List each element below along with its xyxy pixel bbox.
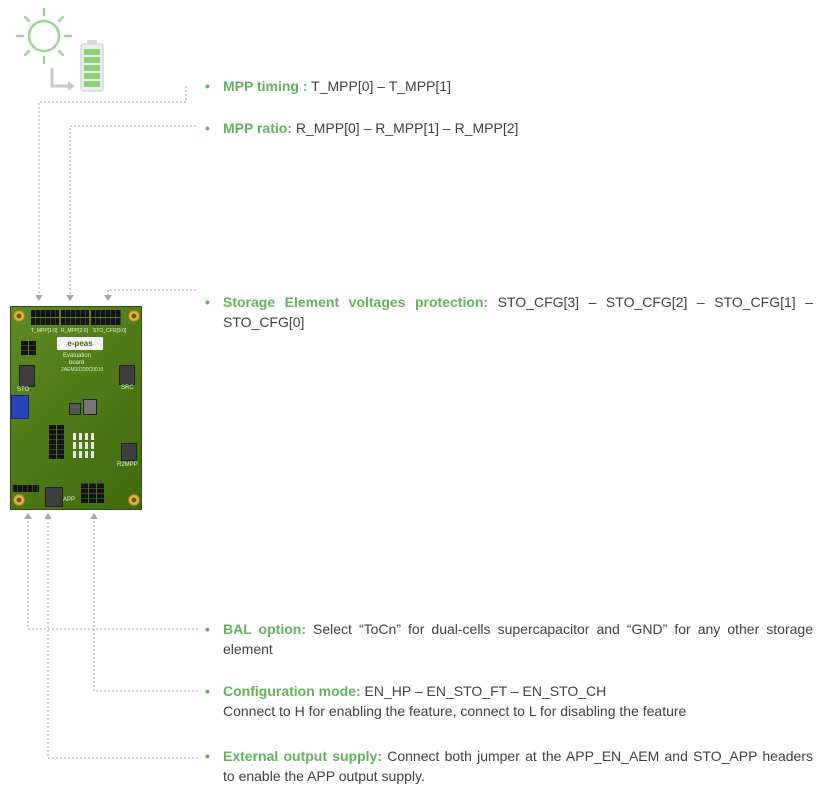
bullet-icon: • xyxy=(205,683,210,699)
sun-icon xyxy=(14,6,74,66)
header-config xyxy=(89,483,96,503)
silk-sto-cfg: STO_CFG[3:0] xyxy=(93,328,127,334)
arrow-icon xyxy=(48,66,78,92)
note-key: MPP timing : xyxy=(223,78,308,94)
header-mid-row xyxy=(73,433,95,440)
mount-hole xyxy=(128,494,140,506)
silk-app: APP xyxy=(63,497,76,503)
header-mid xyxy=(49,425,56,459)
leader-bal xyxy=(27,518,198,630)
header-t-mpp xyxy=(31,310,59,317)
connector-app xyxy=(45,487,63,507)
note-text-line2: Connect to H for enabling the feature, c… xyxy=(223,703,687,719)
aem-ic xyxy=(69,403,81,415)
header-bal-bottom xyxy=(13,485,39,492)
bullet-icon: • xyxy=(205,120,210,136)
connector-sto xyxy=(19,365,35,387)
header-bal xyxy=(21,341,28,355)
header-r-mpp xyxy=(61,318,89,325)
header-config xyxy=(81,483,88,503)
coin-cell xyxy=(11,395,29,419)
evaluation-board: T_MPP[1:0] R_MPP[2:0] STO_CFG[3:0] e-pea… xyxy=(10,306,142,510)
header-bal xyxy=(29,341,36,355)
silk-src: SRC xyxy=(121,385,134,391)
bullet-icon: • xyxy=(205,748,210,764)
mount-hole xyxy=(13,494,25,506)
connector-r2mpp xyxy=(121,443,137,461)
component xyxy=(83,399,97,415)
leader-config xyxy=(93,518,198,692)
note-text: T_MPP[0] – T_MPP[1] xyxy=(307,78,451,94)
header-mid-row xyxy=(73,442,95,449)
header-mid xyxy=(57,425,64,459)
header-config xyxy=(97,483,104,503)
note-key: MPP ratio: xyxy=(223,120,292,136)
note-text: Connect both jumper at the APP_EN_AEM an… xyxy=(223,748,813,784)
silk-t-mpp: T_MPP[1:0] xyxy=(31,328,58,334)
note-text: Select “ToCn” for dual-cells supercapaci… xyxy=(223,621,813,657)
header-sto-cfg xyxy=(91,318,121,325)
leader-mpp-ratio xyxy=(69,125,196,296)
silk-part: 2AEM10330C0010 xyxy=(61,367,104,373)
mount-hole xyxy=(128,310,140,322)
connector-src xyxy=(119,365,135,385)
header-t-mpp xyxy=(31,318,59,325)
leader-sto-cfg xyxy=(107,289,196,296)
note-text: R_MPP[0] – R_MPP[1] – R_MPP[2] xyxy=(291,120,519,136)
note-text: STO_CFG[3] – STO_CFG[2] – STO_CFG[1] – S… xyxy=(223,294,813,330)
bullet-icon: • xyxy=(205,621,210,637)
battery-icon xyxy=(80,40,104,92)
header-sto-cfg xyxy=(91,310,121,317)
note-key: External output supply: xyxy=(223,748,383,764)
leader-ext-supply xyxy=(47,518,198,759)
note-key: Configuration mode: xyxy=(223,683,361,699)
epeas-logo: e-peas xyxy=(57,337,103,350)
leader-mpp-timing xyxy=(38,86,187,296)
silk-title2: board xyxy=(69,360,85,366)
note-text: EN_HP – EN_STO_FT – EN_STO_CH xyxy=(360,683,607,699)
note-key: BAL option: xyxy=(223,621,306,637)
silk-r2mpp: R2MPP xyxy=(117,462,138,468)
header-r-mpp xyxy=(61,310,89,317)
bullet-icon: • xyxy=(205,294,210,310)
silk-r-mpp: R_MPP[2:0] xyxy=(61,328,88,334)
header-mid-row xyxy=(73,451,95,458)
mount-hole xyxy=(13,310,25,322)
silk-title1: Evaluation xyxy=(63,353,92,359)
note-key: Storage Element voltages protection: xyxy=(223,294,489,310)
bullet-icon: • xyxy=(205,78,210,94)
silk-sto: STO xyxy=(17,387,30,393)
